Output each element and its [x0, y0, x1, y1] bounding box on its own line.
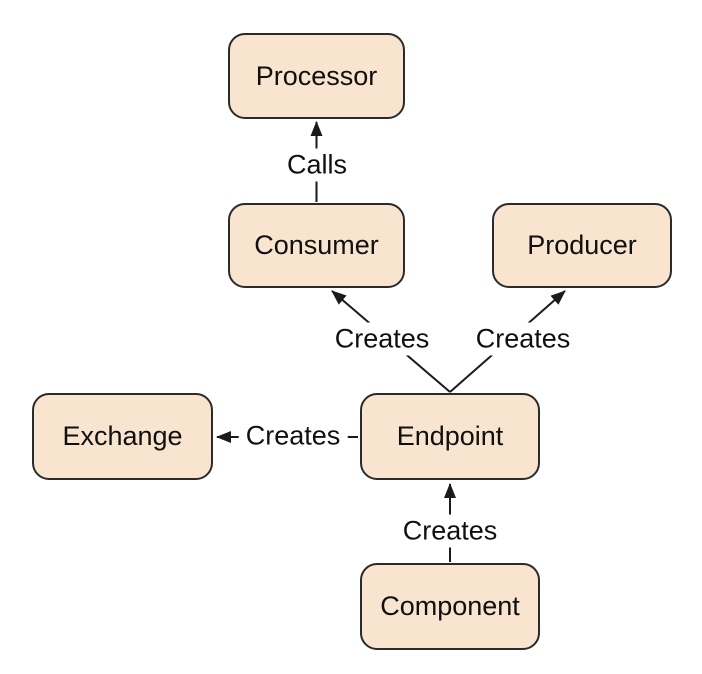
endpoint-creates-producer-label: Creates	[468, 322, 578, 356]
endpoint-creates-consumer-label: Creates	[327, 322, 437, 356]
node-processor: Processor	[228, 33, 405, 119]
consumer-calls-processor-label: Calls	[279, 148, 355, 182]
component-creates-endpoint-label: Creates	[395, 514, 505, 548]
node-exchange-label: Exchange	[62, 421, 183, 451]
node-processor-label: Processor	[255, 60, 378, 91]
node-component-label: Component	[380, 591, 520, 621]
node-exchange: Exchange	[32, 393, 213, 480]
node-producer: Producer	[492, 203, 672, 288]
node-endpoint: Endpoint	[360, 393, 540, 480]
node-endpoint-label: Endpoint	[396, 421, 504, 451]
node-consumer-label: Consumer	[254, 230, 379, 260]
node-producer-label: Producer	[527, 230, 637, 260]
node-consumer: Consumer	[228, 203, 405, 288]
node-component: Component	[360, 563, 540, 650]
endpoint-creates-exchange-label: Creates	[238, 419, 348, 453]
